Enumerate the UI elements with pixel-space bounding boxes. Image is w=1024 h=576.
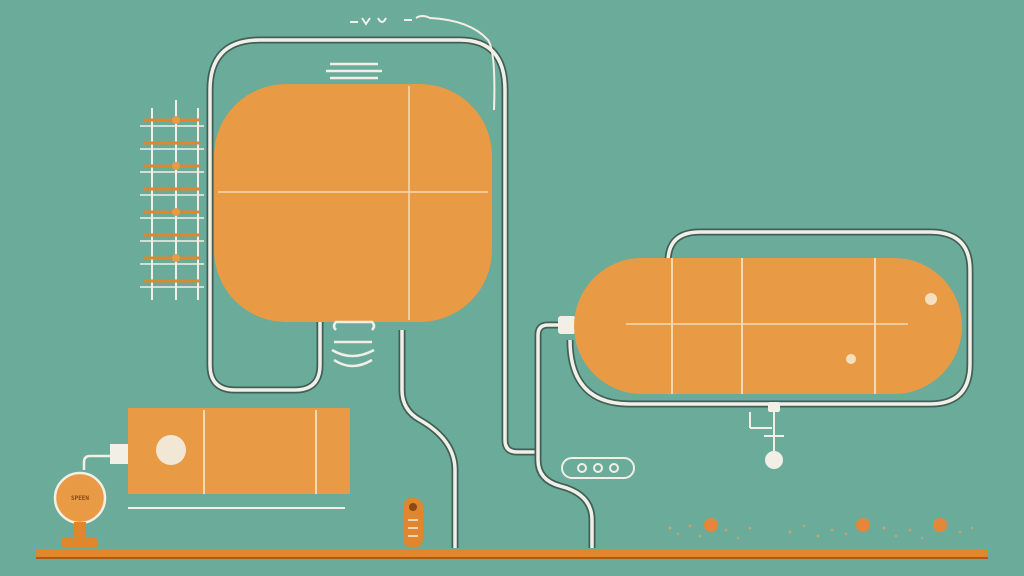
secondary-storage-tank (574, 258, 962, 394)
ground-speckles (668, 524, 974, 540)
radiator-coil-icon (140, 100, 204, 300)
probe-cap (768, 402, 780, 412)
ground-dots (704, 518, 947, 532)
pipe-center-vertical (398, 330, 459, 548)
sensor-probe-icon (561, 457, 635, 479)
pipe-right-connector (534, 321, 596, 548)
bulb-icon (331, 320, 376, 368)
gauge-icon: SPEEN (53, 454, 110, 548)
pipe-fitting (558, 316, 576, 334)
small-storage-tank (110, 408, 350, 509)
main-storage-tank (214, 84, 492, 322)
valve-icon (403, 498, 423, 548)
wire-squiggle-icon (350, 15, 496, 111)
pipe-loop-right (566, 228, 974, 408)
pipe-loop-main (206, 36, 540, 456)
ground-platform (36, 549, 988, 559)
gauge-label: SPEEN (71, 495, 89, 502)
bulb-icon (326, 62, 382, 80)
sensor-probe-icon (749, 406, 784, 469)
